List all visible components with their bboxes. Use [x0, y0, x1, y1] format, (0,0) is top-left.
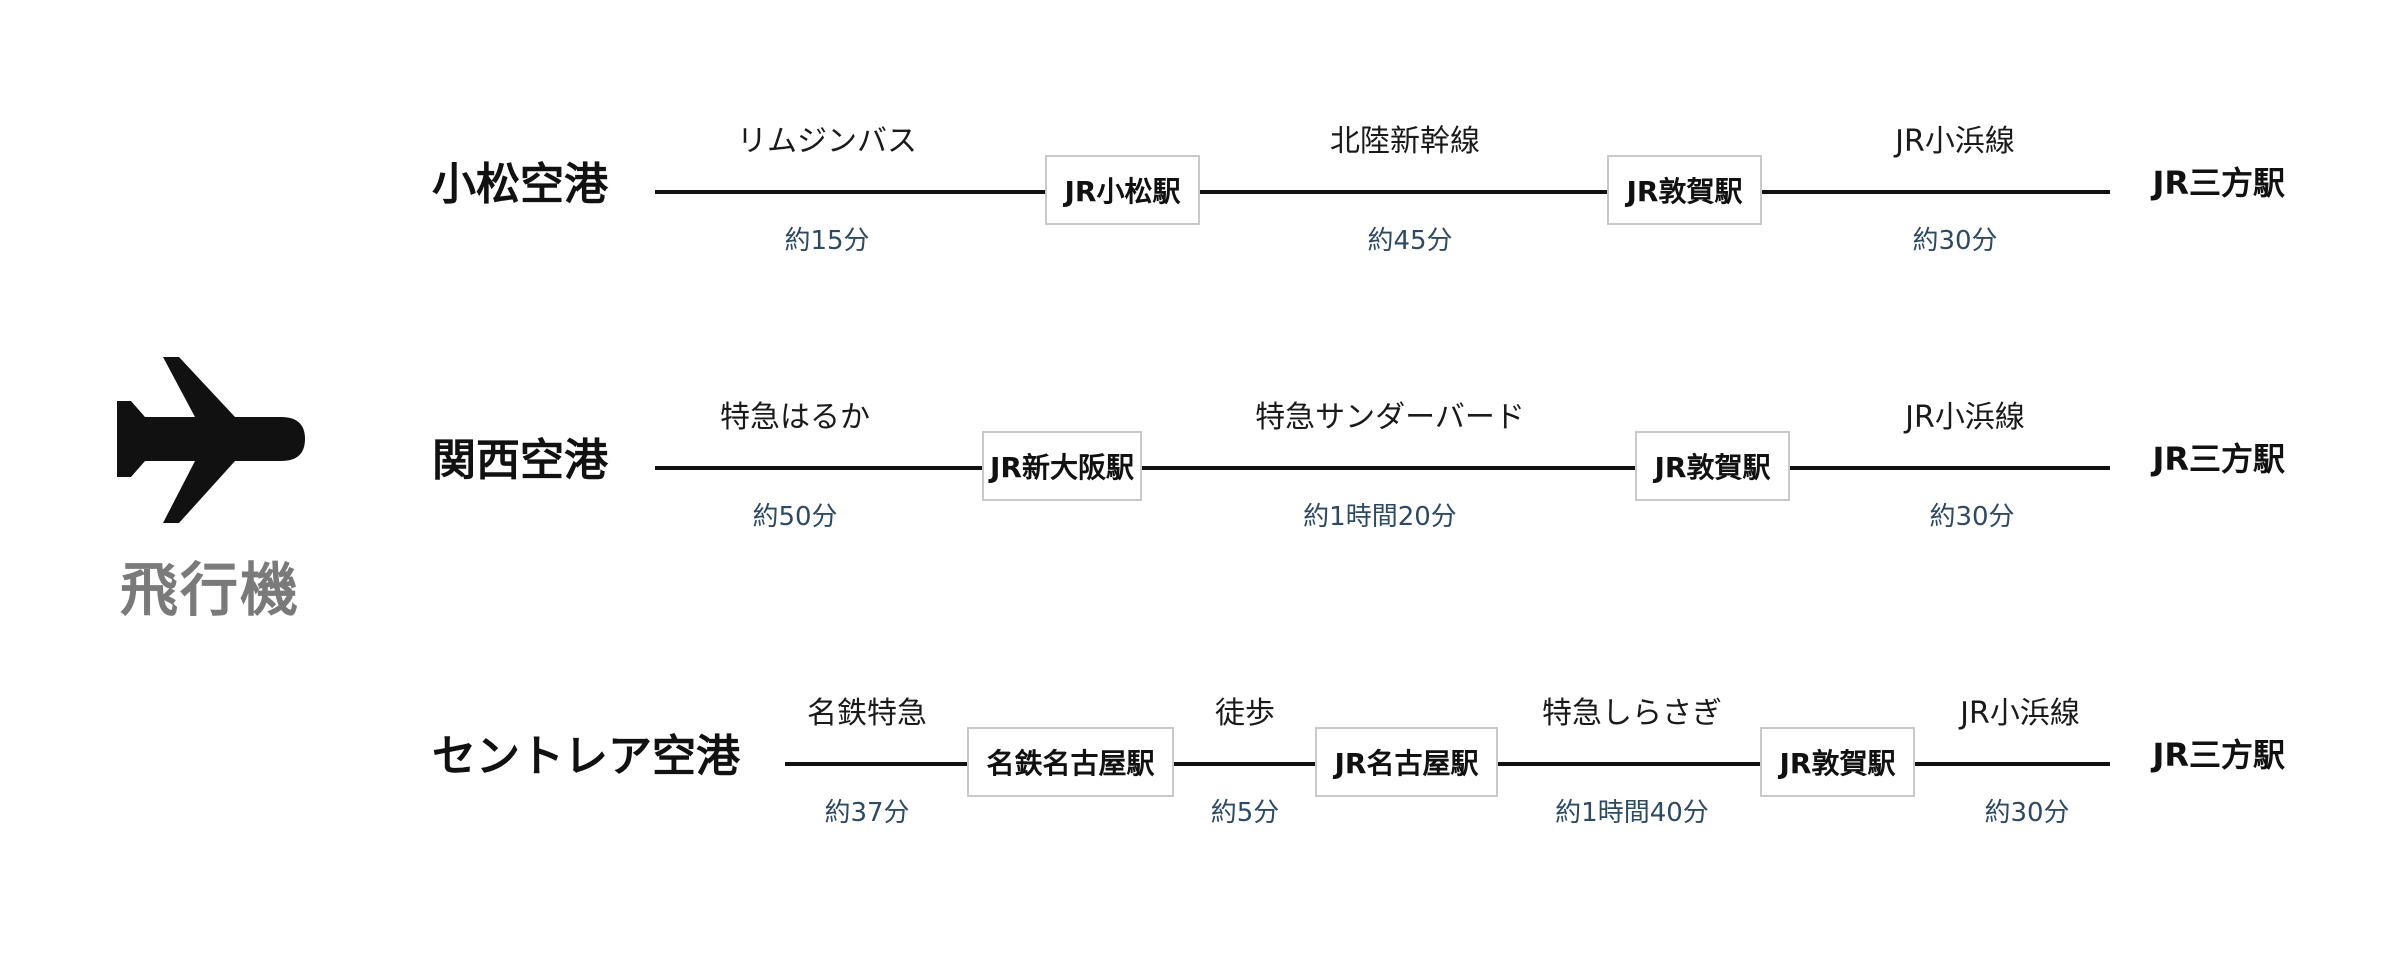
- station-box: JR名古屋駅: [1315, 727, 1498, 797]
- leg-mode: 北陸新幹線: [1330, 124, 1480, 159]
- route-kansai: 関西空港 特急はるか 約50分 JR新大阪駅 特急サンダーバード 約1時間20分…: [0, 386, 2400, 546]
- leg-duration: 約30分: [1929, 502, 2015, 532]
- leg-duration: 約45分: [1367, 226, 1453, 256]
- airplane-icon: [117, 357, 305, 523]
- leg-mode: 特急はるか: [720, 400, 870, 435]
- leg-duration: 約37分: [824, 798, 910, 828]
- leg-duration: 約30分: [1912, 226, 1998, 256]
- transport-mode: 飛行機: [90, 355, 330, 627]
- route-destination: JR三方駅: [2152, 164, 2285, 202]
- leg-duration: 約1時間20分: [1303, 502, 1457, 532]
- mode-label: 飛行機: [119, 556, 300, 624]
- route-line: [655, 190, 2110, 194]
- station-box: JR敦賀駅: [1635, 431, 1790, 501]
- route-origin: セントレア空港: [432, 731, 740, 782]
- route-line: [655, 466, 2110, 470]
- leg-duration: 約5分: [1210, 798, 1280, 828]
- station-box: JR敦賀駅: [1760, 727, 1915, 797]
- route-centrair: セントレア空港 名鉄特急 約37分 名鉄名古屋駅 徒歩 約5分 JR名古屋駅 特…: [0, 682, 2400, 842]
- station-box: JR新大阪駅: [982, 431, 1142, 501]
- station-box: JR敦賀駅: [1607, 155, 1762, 225]
- route-destination: JR三方駅: [2152, 440, 2285, 478]
- leg-mode: JR小浜線: [1905, 400, 2025, 435]
- leg-duration: 約30分: [1984, 798, 2070, 828]
- route-origin: 関西空港: [432, 435, 608, 486]
- leg-mode: 特急サンダーバード: [1255, 400, 1525, 435]
- route-origin: 小松空港: [432, 159, 608, 210]
- leg-duration: 約50分: [752, 502, 838, 532]
- leg-duration: 約15分: [784, 226, 870, 256]
- leg-duration: 約1時間40分: [1555, 798, 1709, 828]
- leg-mode: 徒歩: [1215, 696, 1275, 731]
- leg-mode: JR小浜線: [1960, 696, 2080, 731]
- route-komatsu: 小松空港 リムジンバス 約15分 JR小松駅 北陸新幹線 約45分 JR敦賀駅 …: [0, 110, 2400, 270]
- leg-mode: 名鉄特急: [807, 696, 927, 731]
- station-box: 名鉄名古屋駅: [967, 727, 1174, 797]
- leg-mode: JR小浜線: [1895, 124, 2015, 159]
- station-box: JR小松駅: [1045, 155, 1200, 225]
- route-destination: JR三方駅: [2152, 736, 2285, 774]
- leg-mode: リムジンバス: [737, 124, 917, 159]
- leg-mode: 特急しらさぎ: [1542, 696, 1722, 731]
